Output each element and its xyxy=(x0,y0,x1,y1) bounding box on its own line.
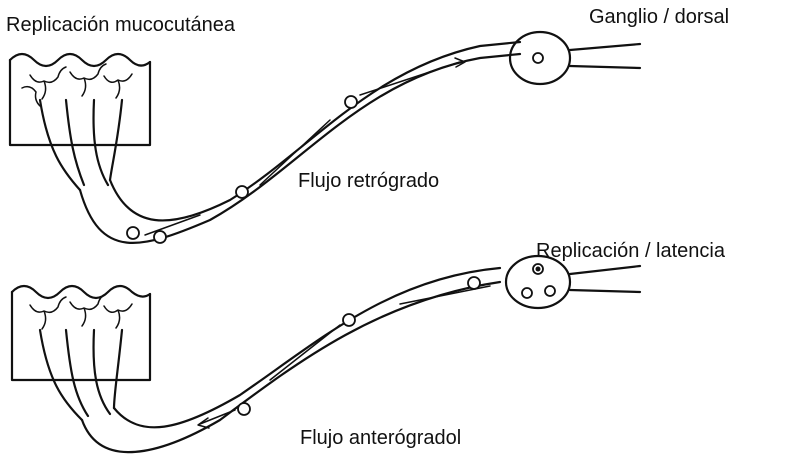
label-anterograde-flow: Flujo anterógradol xyxy=(300,427,461,450)
axon-top xyxy=(40,32,640,243)
label-replication-latency: Replicación / latencia xyxy=(536,240,725,263)
retrograde-panel xyxy=(10,32,640,243)
label-retrograde-flow: Flujo retrógrado xyxy=(298,170,439,193)
label-dorsal-ganglion: Ganglio / dorsal xyxy=(589,6,729,29)
anterograde-panel xyxy=(12,256,640,452)
skin-block-top xyxy=(10,54,150,145)
axon-bottom xyxy=(40,256,640,452)
label-mucocutaneous-replication: Replicación mucocutánea xyxy=(6,14,235,37)
skin-block-bottom xyxy=(12,286,150,380)
